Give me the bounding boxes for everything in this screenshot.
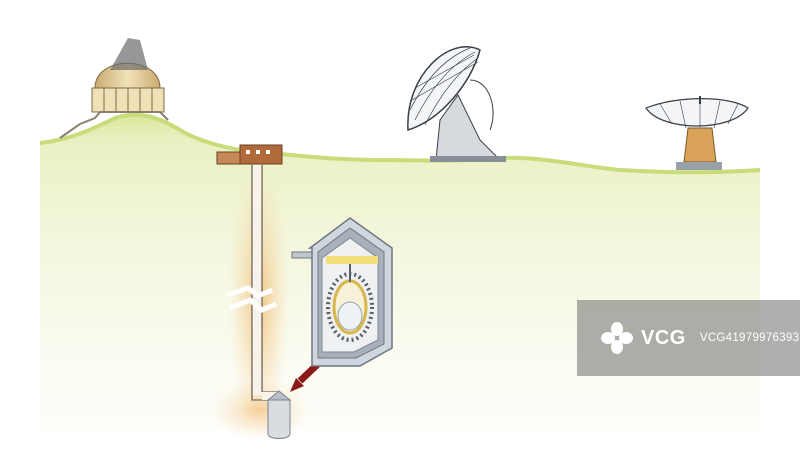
vcg-flower-icon	[601, 322, 633, 354]
observatory	[59, 38, 169, 139]
radio-telescope-small	[645, 96, 749, 170]
ground-section	[39, 112, 761, 430]
radio-telescope-large	[407, 46, 506, 162]
detector-cutaway	[291, 217, 393, 367]
watermark: VCG VCG41979976393	[577, 300, 800, 376]
watermark-brand: VCG	[641, 326, 686, 349]
watermark-logo: VCG	[593, 321, 686, 355]
watermark-code: VCG41979976393	[699, 332, 800, 344]
surface-building	[216, 144, 283, 165]
detector-capsule	[266, 390, 292, 439]
